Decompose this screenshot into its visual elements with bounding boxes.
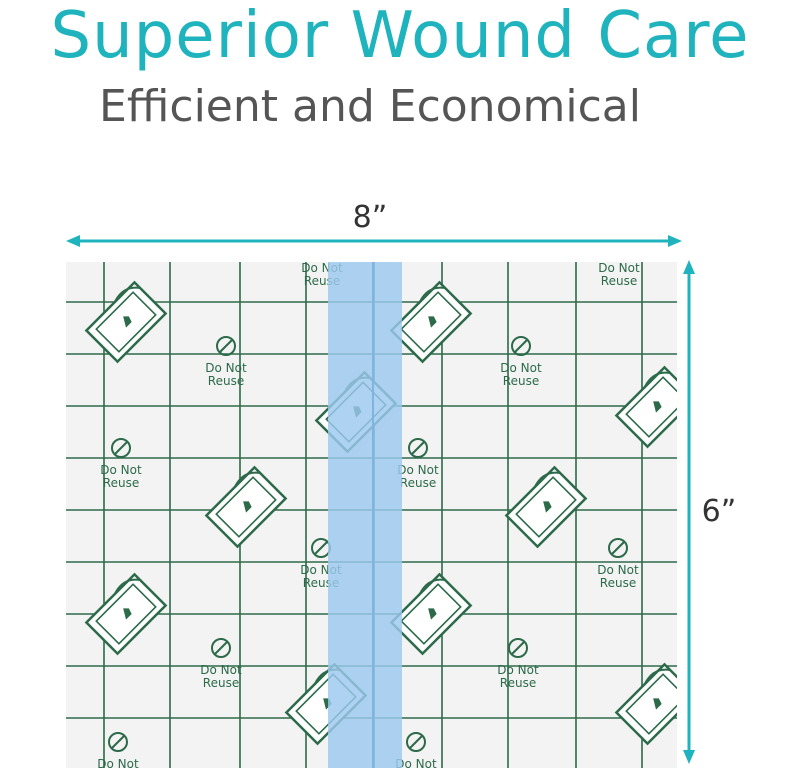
height-arrow-icon	[683, 260, 695, 764]
peel-corner-icon	[389, 280, 473, 364]
warning-text-line2: Reuse	[503, 374, 539, 388]
no-reuse-icon	[608, 538, 628, 558]
warning-text-line2: Reuse	[400, 476, 436, 490]
warning-text-line2: Reuse	[103, 476, 139, 490]
height-label: 6”	[701, 494, 737, 529]
no-reuse-icon	[111, 438, 131, 458]
no-reuse-icon	[216, 336, 236, 356]
no-reuse-icon	[511, 336, 531, 356]
warning-text-line1: Do Not	[497, 663, 539, 677]
peel-corner-icon	[389, 572, 473, 656]
warning-text-line1: Do Not	[397, 463, 439, 477]
peel-corner-icon	[504, 465, 588, 549]
no-reuse-icon	[311, 538, 331, 558]
warning-text-line1: Do Not	[97, 757, 139, 768]
no-reuse-icon	[406, 732, 426, 752]
warning-text-line1: Do Not	[200, 663, 242, 677]
warning-text-line1: Do Not	[500, 361, 542, 375]
width-label: 8”	[352, 200, 388, 235]
subheadline: Efficient and Economical	[99, 81, 641, 132]
warning-text-line1: Do Not	[598, 262, 640, 275]
warning-text-line2: Reuse	[500, 676, 536, 690]
release-strip	[328, 262, 402, 768]
warning-text-line1: Do Not	[395, 757, 437, 768]
peel-corner-icon	[84, 280, 168, 364]
peel-corner-icon	[84, 572, 168, 656]
no-reuse-icon	[108, 732, 128, 752]
no-reuse-icon	[211, 638, 231, 658]
warning-text-line1: Do Not	[597, 563, 639, 577]
peel-corner-icon	[204, 465, 288, 549]
warning-text-line1: Do Not	[100, 463, 142, 477]
warning-text-line2: Reuse	[601, 274, 637, 288]
no-reuse-icon	[408, 438, 428, 458]
warning-text-line2: Reuse	[600, 576, 636, 590]
peel-corner-icon	[614, 662, 677, 746]
headline: Superior Wound Care	[50, 0, 750, 73]
warning-text-line2: Reuse	[203, 676, 239, 690]
warning-text-line1: Do Not	[205, 361, 247, 375]
width-arrow-icon	[66, 235, 682, 247]
warning-text-line2: Reuse	[208, 374, 244, 388]
peel-corner-icon	[614, 365, 677, 449]
no-reuse-icon	[508, 638, 528, 658]
